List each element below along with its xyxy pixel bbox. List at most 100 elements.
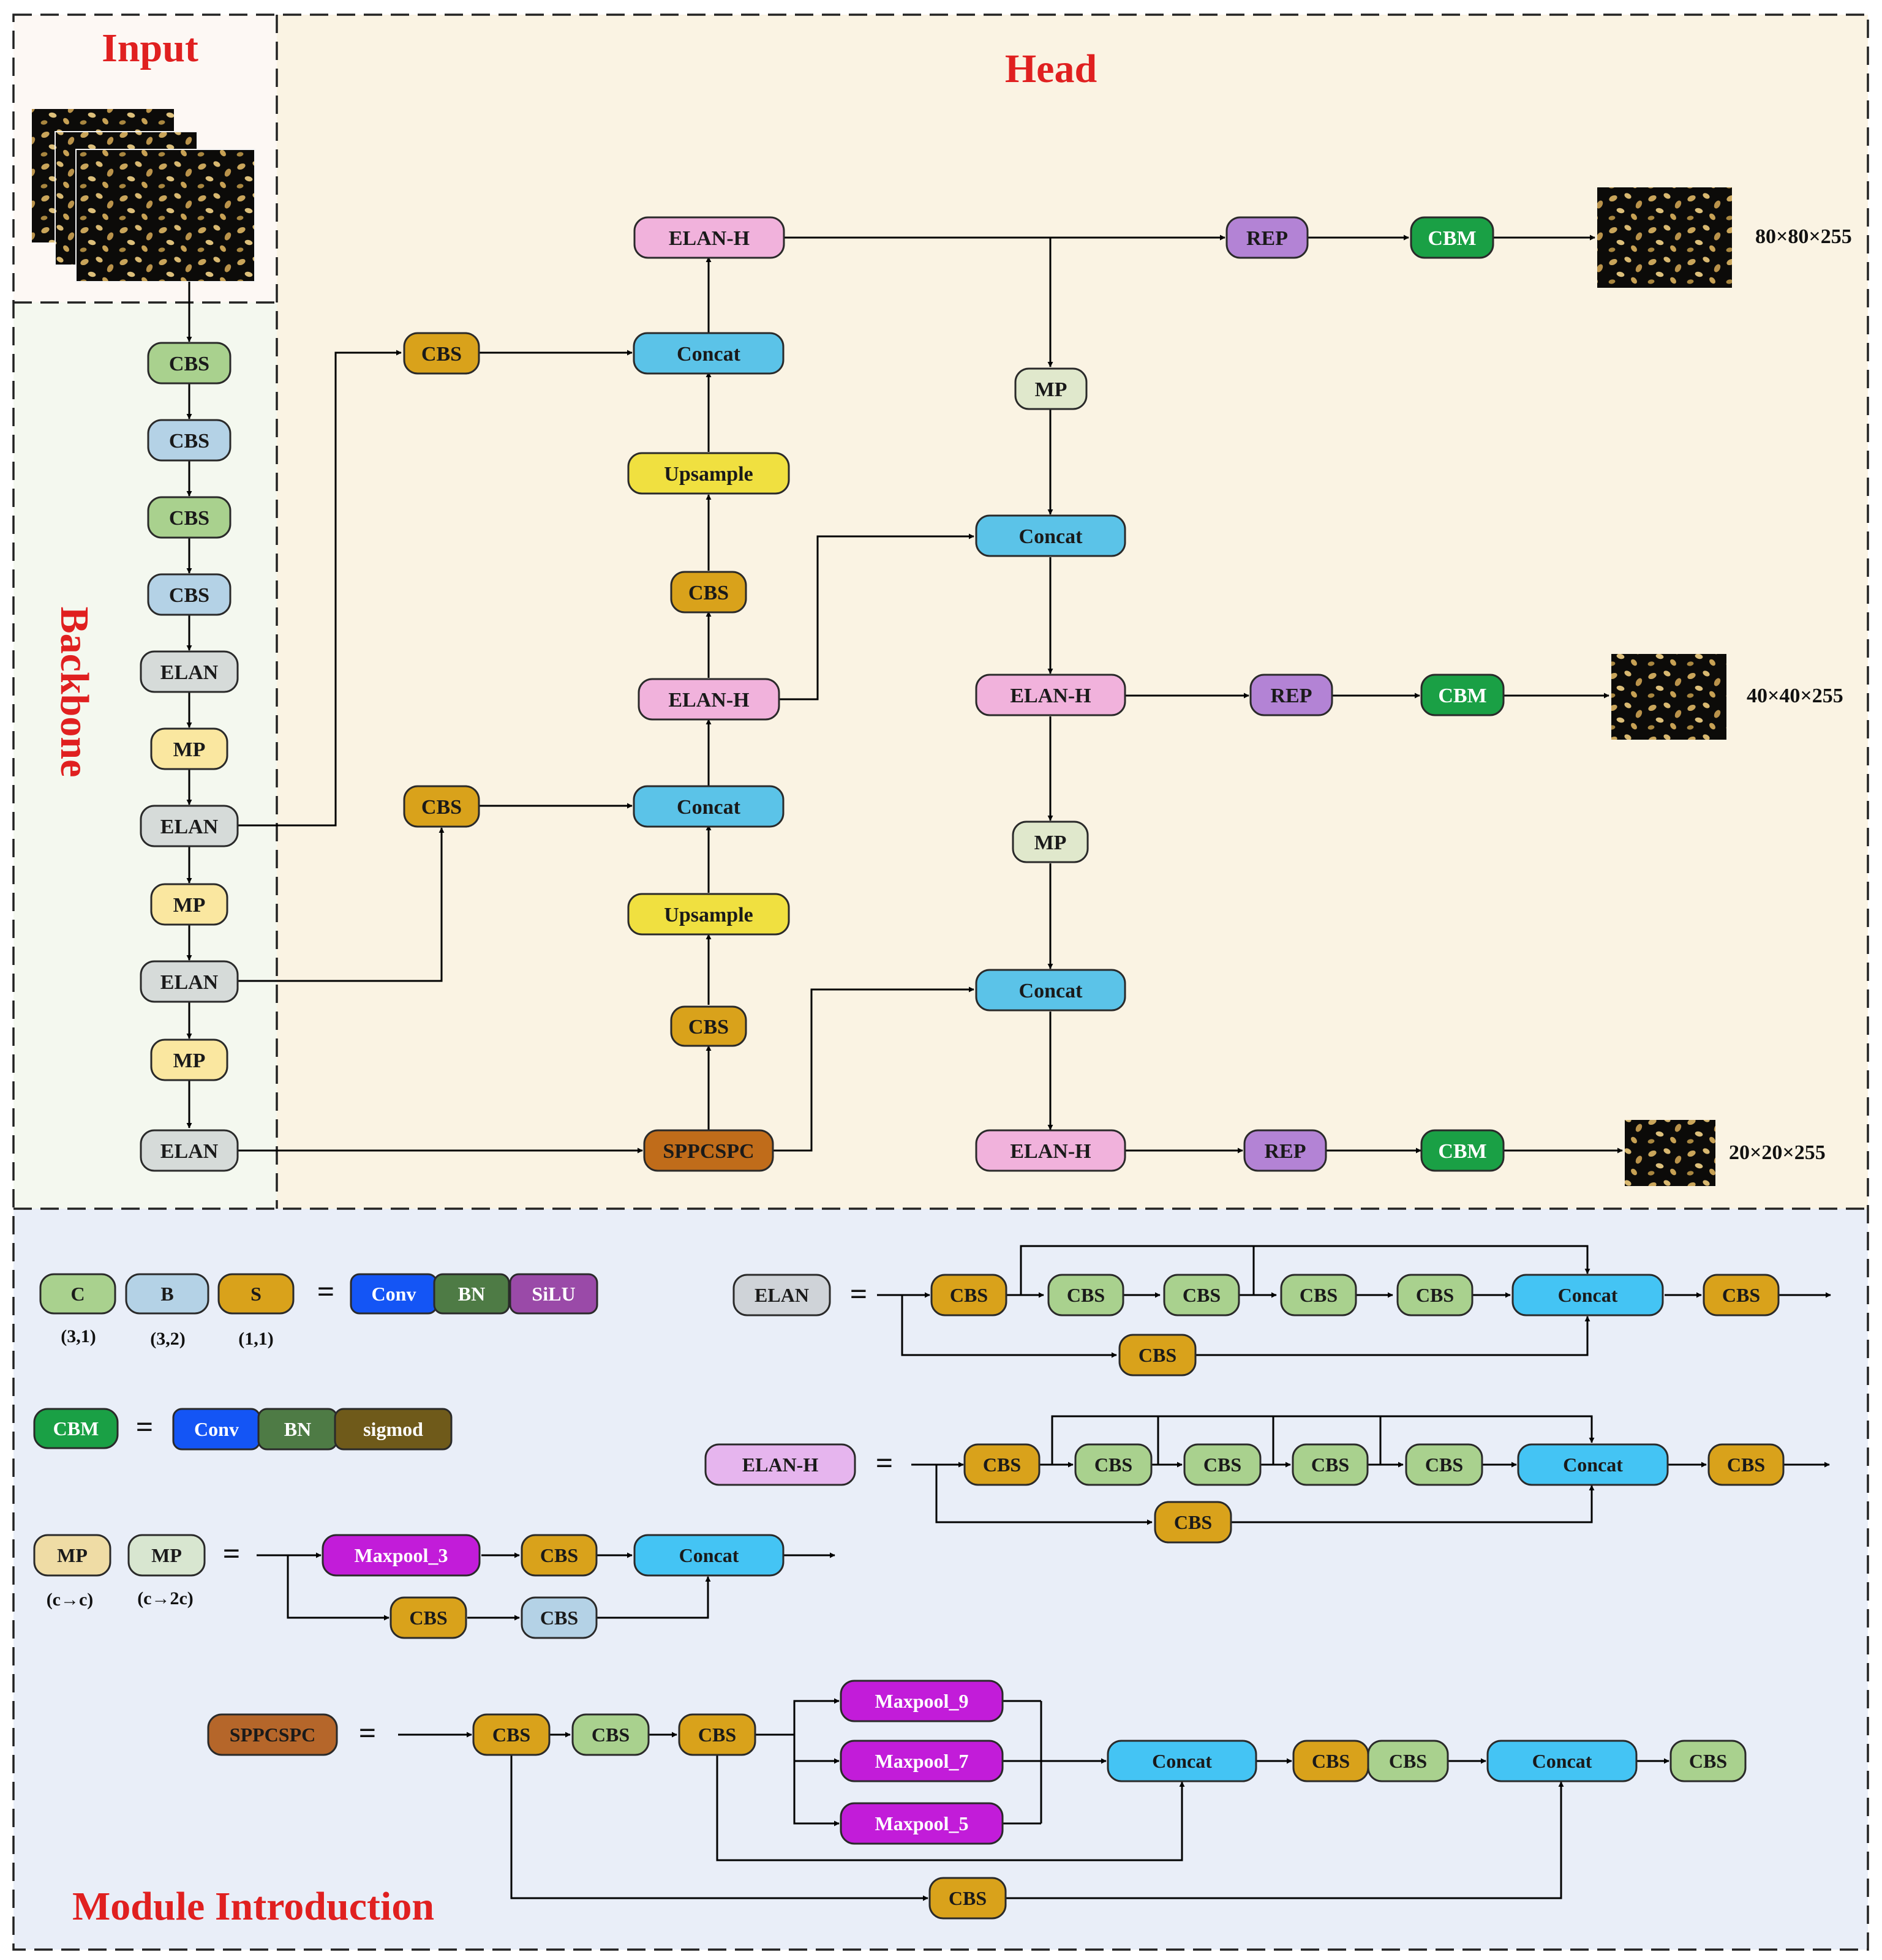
head-concat-b-label: Concat <box>677 343 741 366</box>
legend-cbs-param-32: (3,2) <box>150 1329 185 1349</box>
head-title: Head <box>1005 47 1097 91</box>
legend-elanh-cbs-4-label: CBS <box>1311 1454 1349 1476</box>
backbone-node-2: CBS <box>147 496 231 539</box>
backbone-title: Backbone <box>52 607 97 778</box>
head-cbs-lateral-b: CBS <box>403 332 480 375</box>
legend-sigmod-label: sigmod <box>363 1418 423 1440</box>
backbone-region <box>13 302 277 1209</box>
legend-mp-cbs-low-b-label: CBS <box>540 1607 578 1629</box>
backbone-node-0-label: CBS <box>169 353 209 375</box>
legend-elanh-cbs-out: CBS <box>1707 1443 1785 1486</box>
legend-maxpool-7-label: Maxpool_7 <box>875 1750 969 1772</box>
legend-maxpool-9-label: Maxpool_9 <box>875 1690 969 1712</box>
legend-elanh-cbs-5: CBS <box>1405 1443 1483 1486</box>
head-cbs-b-label: CBS <box>688 582 729 604</box>
legend-equals-mp: = <box>223 1536 241 1571</box>
legend-spp-concat-a: Concat <box>1107 1740 1257 1782</box>
legend-elan-cbs-out: CBS <box>1703 1274 1780 1316</box>
legend-elanh-concat-label: Concat <box>1563 1454 1623 1476</box>
output-label-20: 20×20×255 <box>1729 1141 1826 1164</box>
backbone-node-1-label: CBS <box>169 430 209 452</box>
head-rep-2: REP <box>1243 1129 1327 1172</box>
head-concat-c: Concat <box>975 514 1126 557</box>
head-rep-0-label: REP <box>1246 227 1288 250</box>
legend-mp-cbs-low-b: CBS <box>521 1596 598 1639</box>
legend-spp-concat-a-label: Concat <box>1152 1750 1212 1772</box>
legend-equals-cbs: = <box>317 1274 335 1309</box>
legend-elan-cbs-bypass: CBS <box>1118 1334 1197 1376</box>
legend-bn-label: BN <box>458 1283 485 1305</box>
head-sppcspc-label: SPPCSPC <box>663 1140 754 1163</box>
backbone-node-2-label: CBS <box>169 507 209 530</box>
legend-elanh-cbs-bypass-label: CBS <box>1174 1511 1212 1533</box>
legend-cbm-label: CBM <box>53 1417 99 1440</box>
input-title: Input <box>102 26 198 70</box>
legend-maxpool-9: Maxpool_9 <box>840 1680 1004 1722</box>
legend-spp-cbs-1-label: CBS <box>492 1724 530 1746</box>
head-rep-1-label: REP <box>1271 685 1312 707</box>
head-cbs-a-label: CBS <box>688 1016 729 1038</box>
legend-equals-sppcspc: = <box>359 1716 377 1750</box>
legend-mp-b-label: MP <box>151 1544 182 1566</box>
legend-elan-cbs-4: CBS <box>1280 1274 1357 1316</box>
legend-equals-cbm: = <box>136 1410 154 1444</box>
legend-spp-concat-b-label: Concat <box>1532 1750 1592 1772</box>
backbone-node-5-label: MP <box>173 738 206 761</box>
legend-maxpool-5-label: Maxpool_5 <box>875 1812 969 1834</box>
legend-bn-2-label: BN <box>284 1418 311 1440</box>
backbone-node-5: MP <box>150 727 228 770</box>
legend-elan-concat: Concat <box>1511 1274 1664 1316</box>
legend-elan: ELAN <box>732 1274 831 1316</box>
legend-spp-cbs-4-label: CBS <box>1312 1750 1350 1772</box>
legend-elan-concat-label: Concat <box>1558 1284 1618 1306</box>
legend-elanh-cbs-5-label: CBS <box>1425 1454 1463 1476</box>
legend-cbs-31-label: C <box>70 1283 85 1305</box>
backbone-node-9: MP <box>150 1038 228 1081</box>
output-label-80: 80×80×255 <box>1755 225 1852 248</box>
legend-cbs-11-label: S <box>250 1283 262 1305</box>
legend-spp-cbs-5-label: CBS <box>1389 1750 1427 1772</box>
output-label-40: 40×40×255 <box>1747 685 1843 707</box>
legend-spp-cbs-2-label: CBS <box>592 1724 630 1746</box>
legend-mp-b: MP <box>127 1534 206 1577</box>
legend-mp-param-b: (c→2c) <box>137 1588 194 1609</box>
head-cbm-1: CBM <box>1420 674 1505 716</box>
legend-elan-cbs-1: CBS <box>930 1274 1007 1316</box>
legend-cbs-param-31: (3,1) <box>61 1326 96 1346</box>
backbone-node-4: ELAN <box>140 650 239 693</box>
head-cbs-b: CBS <box>670 571 747 614</box>
head-cbm-2: CBM <box>1420 1129 1505 1172</box>
head-cbm-1-label: CBM <box>1438 685 1486 707</box>
legend-elan-cbs-1-label: CBS <box>950 1284 988 1306</box>
backbone-node-6: ELAN <box>140 805 239 847</box>
legend-elanh-cbs-bypass: CBS <box>1154 1501 1232 1544</box>
legend-cbs-32-label: B <box>160 1283 173 1305</box>
head-upsample-a-label: Upsample <box>664 904 753 926</box>
head-concat-d-label: Concat <box>1019 980 1083 1002</box>
head-cbs-lateral-a: CBS <box>403 785 480 828</box>
head-elanh-c: ELAN-H <box>975 674 1126 716</box>
legend-sppcspc-label: SPPCSPC <box>230 1724 315 1746</box>
legend-elanh-cbs-2: CBS <box>1074 1443 1153 1486</box>
output-image-80 <box>1597 187 1732 288</box>
head-elanh-b: ELAN-H <box>633 216 785 259</box>
head-elanh-b-label: ELAN-H <box>669 227 750 250</box>
head-elanh-d: ELAN-H <box>975 1129 1126 1172</box>
legend-conv-2: Conv <box>172 1408 261 1451</box>
legend-elanh-concat: Concat <box>1517 1443 1669 1486</box>
legend-mp-cbs-top-label: CBS <box>540 1544 578 1566</box>
legend-elan-cbs-5-label: CBS <box>1416 1284 1454 1306</box>
legend-silu-label: SiLU <box>532 1283 575 1305</box>
legend-maxpool-5: Maxpool_5 <box>840 1802 1004 1845</box>
legend-elanh-cbs-4: CBS <box>1292 1443 1369 1486</box>
backbone-node-0: CBS <box>147 342 231 385</box>
legend-maxpool-7: Maxpool_7 <box>840 1740 1004 1782</box>
legend-elan-cbs-out-label: CBS <box>1722 1284 1760 1306</box>
legend-mp-a-label: MP <box>57 1544 88 1566</box>
head-elanh-a: ELAN-H <box>638 678 780 721</box>
legend-equals-elan: = <box>850 1277 868 1311</box>
legend-spp-cbs-bypass: CBS <box>928 1877 1007 1920</box>
legend-spp-cbs-6-label: CBS <box>1689 1750 1727 1772</box>
legend-elanh-cbs-3-label: CBS <box>1203 1454 1241 1476</box>
